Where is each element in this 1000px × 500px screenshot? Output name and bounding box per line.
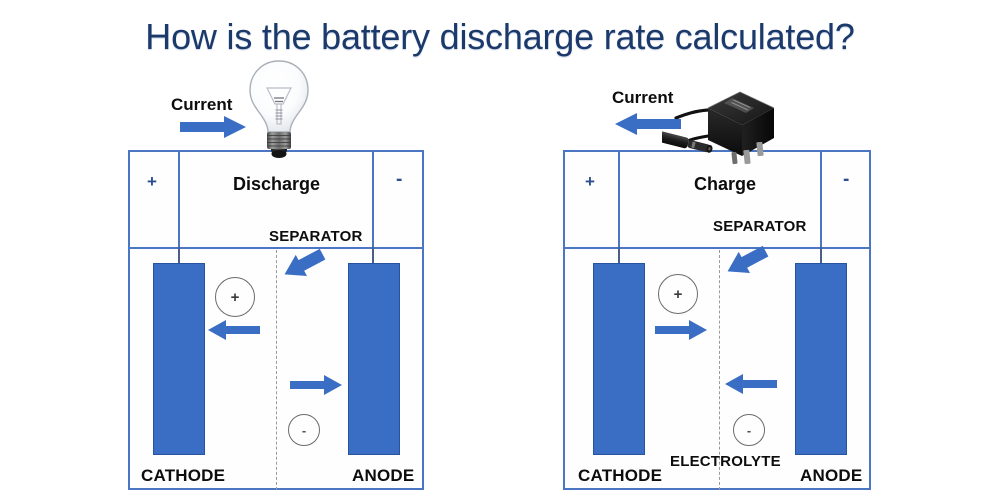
charge-electrolyte-line [563,247,871,249]
page-title: How is the battery discharge rate calcul… [145,16,855,57]
charge-cathode-label: CATHODE [578,466,663,485]
charge-wire-right [820,150,822,248]
discharge-positive-ion-arrow [208,320,260,340]
discharge-wire-left [178,150,180,248]
discharge-anode-tab [372,247,374,265]
charge-separator-label: SEPARATOR [713,218,807,235]
light-bulb-icon [238,58,320,158]
charge-positive-ion: + [658,274,698,314]
discharge-anode-electrode [348,263,400,455]
charge-positive-terminal: + [585,172,595,191]
charge-wire-top-right [744,150,822,152]
discharge-separator-arrow [281,247,327,281]
discharge-mode-label: Discharge [233,174,321,194]
charge-current-arrow [615,113,681,135]
discharge-positive-ion: + [215,277,255,317]
charge-cathode-electrode [593,263,645,455]
charge-positive-ion-arrow [655,320,707,340]
discharge-wire-top-right [298,150,374,152]
discharge-negative-ion-arrow [290,375,342,395]
charge-separator-arrow [724,244,770,278]
discharge-wire-right [372,150,374,248]
discharge-cathode-electrode [153,263,205,455]
charge-current-label: Current [612,88,674,107]
discharge-negative-terminal: - [396,169,403,190]
charge-negative-ion-arrow [725,374,777,394]
discharge-cathode-tab [178,247,180,265]
discharge-current-arrow [180,116,246,138]
charge-anode-label: ANODE [800,466,863,485]
ac-charger-icon [658,78,778,168]
charge-negative-terminal: - [843,169,850,190]
charge-wire-left [618,150,620,248]
discharge-current-label: Current [171,95,233,114]
charge-anode-electrode [795,263,847,455]
charge-separator-line [719,250,720,490]
charge-negative-ion: - [733,414,765,446]
discharge-separator-line [276,250,277,490]
charge-anode-tab [820,247,822,265]
discharge-anode-label: ANODE [352,466,415,485]
discharge-cathode-label: CATHODE [141,466,226,485]
charge-cathode-tab [618,247,620,265]
discharge-electrolyte-line [128,247,424,249]
charge-mode-label: Charge [694,174,757,194]
charge-electrolyte-label: ELECTROLYTE [670,453,781,470]
discharge-wire-top-left [178,150,260,152]
discharge-separator-label: SEPARATOR [269,228,363,245]
discharge-negative-ion: - [288,414,320,446]
discharge-positive-terminal: + [147,172,157,191]
charge-wire-top-left [618,150,700,152]
